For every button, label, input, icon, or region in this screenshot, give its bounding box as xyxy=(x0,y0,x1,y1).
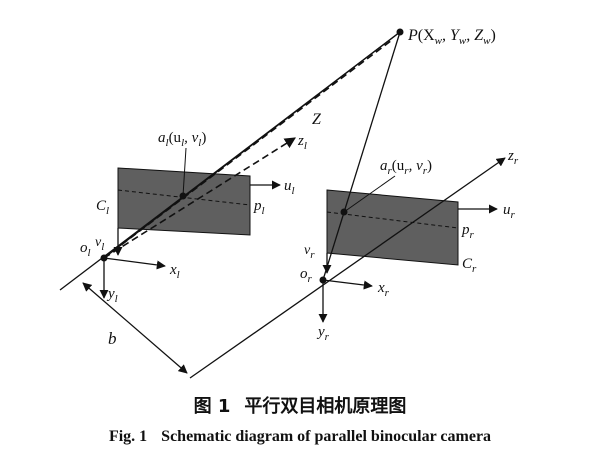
label-or: or xyxy=(300,266,313,285)
point-or xyxy=(319,276,327,284)
label-zr: zr xyxy=(507,148,519,167)
label-ol: ol xyxy=(80,240,91,259)
caption-en-number: Fig. 1 xyxy=(108,428,148,445)
label-al: al(ul, vl) xyxy=(158,130,206,149)
label-Cr: Cr xyxy=(462,256,477,275)
right-principal-line xyxy=(326,211,459,229)
label-yl: yl xyxy=(106,286,118,305)
label-vr: vr xyxy=(304,243,315,261)
label-vl: vl xyxy=(95,235,104,253)
caption-cn-text: 平行双目相机原理图 xyxy=(244,396,407,417)
caption-en-text: Schematic diagram of parallel binocular … xyxy=(161,428,492,445)
label-zl: zl xyxy=(297,133,307,152)
caption-cn-number: 图 1 xyxy=(193,396,231,417)
right-image-plane xyxy=(326,189,459,266)
left-optical-axis xyxy=(103,137,296,259)
label-b: b xyxy=(108,329,117,348)
caption-chinese: 图 1 平行双目相机原理图 xyxy=(0,392,600,418)
label-pr: pr xyxy=(461,222,475,241)
point-P xyxy=(396,28,404,36)
point-ar xyxy=(340,208,348,216)
label-xr: xr xyxy=(377,280,390,299)
al-leader xyxy=(182,147,187,197)
label-xl: xl xyxy=(169,262,180,281)
label-Cl: Cl xyxy=(96,198,109,217)
label-ur: ur xyxy=(503,202,516,221)
caption-english: Fig. 1 Schematic diagram of parallel bino… xyxy=(0,428,600,446)
label-Z: Z xyxy=(312,111,322,128)
right-baseline-line xyxy=(189,157,506,379)
label-yr: yr xyxy=(316,324,330,343)
label-pl: pl xyxy=(253,198,265,217)
baseline-b-arrow xyxy=(82,282,188,374)
ray-left-to-P xyxy=(103,31,401,259)
ar-leader xyxy=(343,175,396,213)
label-P: P(Xw, Yw, Zw) xyxy=(407,27,496,47)
point-al xyxy=(179,192,187,200)
xr-axis xyxy=(322,279,373,290)
xl-axis xyxy=(103,257,166,270)
ray-right-to-P xyxy=(322,31,401,281)
point-ol xyxy=(100,254,108,262)
left-image-plane xyxy=(117,167,251,236)
Z-dashed-axis xyxy=(103,39,393,259)
label-ul: ul xyxy=(284,178,295,197)
label-ar: ar(ur, vr) xyxy=(380,158,432,177)
